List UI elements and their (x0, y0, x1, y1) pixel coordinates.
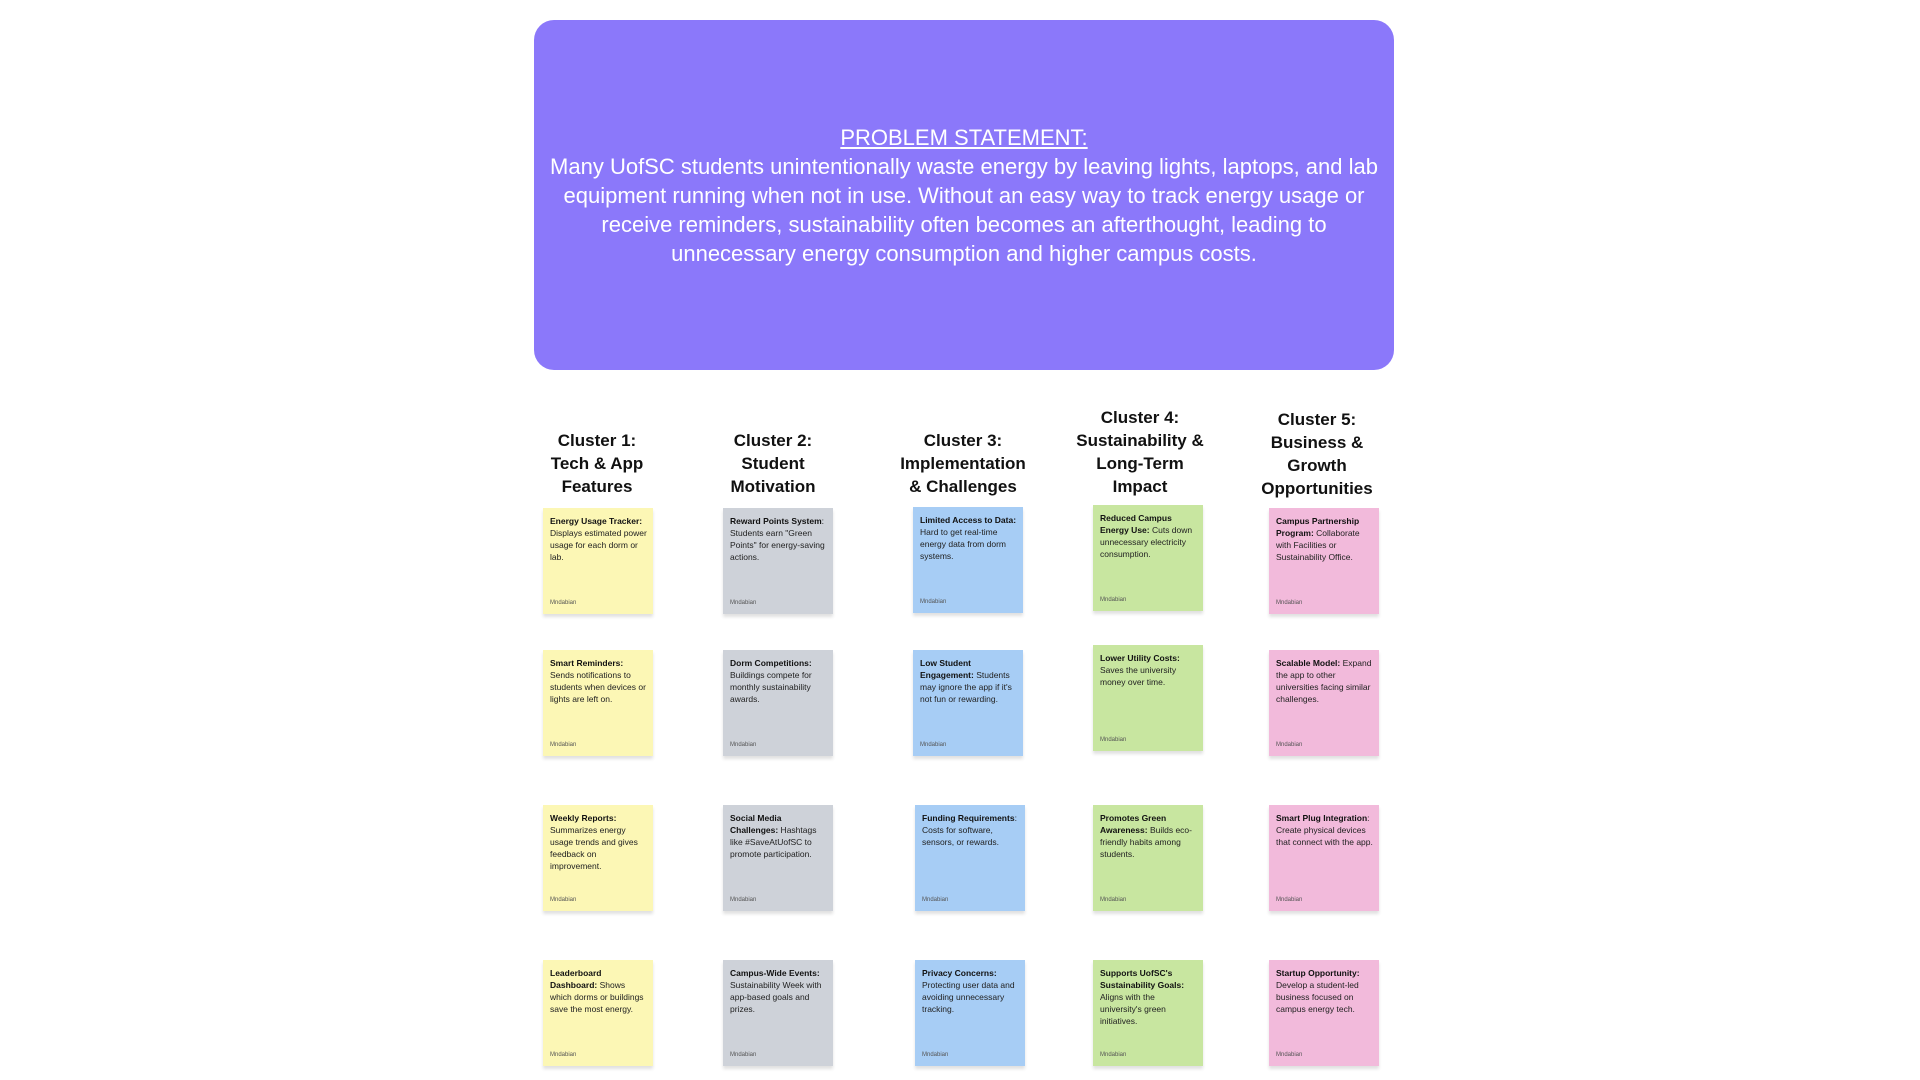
note-author: Mndabian (920, 599, 947, 605)
note-text: : Costs for software, sensors, or reward… (922, 813, 1017, 847)
note-title: Limited Access to Data: (920, 515, 1017, 525)
sticky-note[interactable]: Privacy Concerns: Protecting user data a… (915, 960, 1025, 1066)
note-author: Mndabian (1100, 737, 1127, 743)
note-text: : Create physical devices that connect w… (1276, 813, 1373, 847)
sticky-note[interactable]: Smart Reminders: Sends notifications to … (543, 650, 653, 756)
problem-statement-title: PROBLEM STATEMENT: (840, 124, 1088, 150)
note-text: Sends notifications to students when dev… (550, 670, 646, 704)
sticky-note[interactable]: Supports UofSC's Sustainability Goals: A… (1093, 960, 1203, 1066)
note-title: Startup Opportunity: (1276, 968, 1360, 978)
note-title: Supports UofSC's Sustainability Goals: (1100, 968, 1185, 990)
note-title: Scalable Model: (1276, 658, 1341, 668)
sticky-note[interactable]: Scalable Model: Expand the app to other … (1269, 650, 1379, 756)
sticky-note[interactable]: Lower Utility Costs: Saves the universit… (1093, 645, 1203, 751)
note-author: Mndabian (922, 897, 949, 903)
sticky-note[interactable]: Reward Points System: Students earn "Gre… (723, 508, 833, 614)
note-author: Mndabian (1276, 897, 1303, 903)
note-text: Protecting user data and avoiding unnece… (922, 980, 1015, 1014)
note-text: Cuts down unnecessary electricity consum… (1100, 525, 1193, 559)
note-author: Mndabian (550, 897, 577, 903)
note-text: Students may ignore the app if it's not … (920, 670, 1012, 704)
note-author: Mndabian (730, 897, 757, 903)
note-text: Sustainability Week with app-based goals… (730, 980, 822, 1014)
sticky-note[interactable]: Low Student Engagement: Students may ign… (913, 650, 1023, 756)
note-author: Mndabian (920, 742, 947, 748)
note-author: Mndabian (1100, 597, 1127, 603)
note-title: Funding Requirements (922, 813, 1015, 823)
cluster-4-header: Cluster 4: Sustainability & Long-Term Im… (1076, 408, 1204, 496)
note-title: Weekly Reports: (550, 813, 617, 823)
note-author: Mndabian (1276, 1052, 1303, 1058)
note-title: Low Student Engagement: (920, 658, 974, 680)
note-title: Energy Usage Tracker: (550, 516, 643, 526)
sticky-note[interactable]: Campus-Wide Events: Sustainability Week … (723, 960, 833, 1066)
note-title: Reward Points System (730, 516, 822, 526)
sticky-note[interactable]: Promotes Green Awareness: Builds eco-fri… (1093, 805, 1203, 911)
sticky-note[interactable]: Dorm Competitions: Buildings compete for… (723, 650, 833, 756)
note-text: Builds eco-friendly habits among student… (1100, 825, 1192, 859)
note-title: Smart Plug Integration (1276, 813, 1368, 823)
note-author: Mndabian (730, 600, 757, 606)
note-title: Social Media Challenges: (730, 813, 782, 835)
note-text: Hashtags like #SaveAtUofSC to promote pa… (730, 825, 817, 859)
sticky-note[interactable]: Funding Requirements: Costs for software… (915, 805, 1025, 911)
sticky-note[interactable]: Weekly Reports: Summarizes energy usage … (543, 805, 653, 911)
problem-statement-body: Many UofSC students unintentionally wast… (550, 153, 1378, 266)
note-author: Mndabian (730, 742, 757, 748)
note-title: Promotes Green Awareness: (1100, 813, 1167, 835)
note-author: Mndabian (922, 1052, 949, 1058)
note-title: Campus-Wide Events: (730, 968, 820, 978)
note-text: Hard to get real-time energy data from d… (920, 527, 1006, 561)
note-title: Privacy Concerns: (922, 968, 997, 978)
sticky-note[interactable]: Limited Access to Data: Hard to get real… (913, 507, 1023, 613)
cluster-1-header: Cluster 1: Tech & App Features (550, 431, 644, 496)
note-title: Leaderboard Dashboard: (550, 968, 602, 990)
cluster-2-header: Cluster 2: Student Motivation (730, 431, 816, 496)
sticky-note[interactable]: Startup Opportunity: Develop a student-l… (1269, 960, 1379, 1066)
note-title: Lower Utility Costs: (1100, 653, 1180, 663)
note-author: Mndabian (1100, 1052, 1127, 1058)
sticky-note[interactable]: Energy Usage Tracker: Displays estimated… (543, 508, 653, 614)
note-text: Aligns with the university's green initi… (1100, 992, 1166, 1026)
note-text: Displays estimated power usage for each … (550, 528, 647, 562)
note-author: Mndabian (1276, 742, 1303, 748)
note-author: Mndabian (550, 1052, 577, 1058)
note-text: Collaborate with Facilities or Sustainab… (1276, 528, 1360, 562)
sticky-note[interactable]: Smart Plug Integration: Create physical … (1269, 805, 1379, 911)
note-text: Saves the university money over time. (1100, 665, 1177, 687)
note-text: : Students earn "Green Points" for energ… (730, 516, 825, 562)
note-text: Buildings compete for monthly sustainabi… (730, 670, 812, 704)
sticky-note[interactable]: Campus Partnership Program: Collaborate … (1269, 508, 1379, 614)
note-author: Mndabian (730, 1052, 757, 1058)
note-title: Smart Reminders: (550, 658, 624, 668)
cluster-3-header: Cluster 3: Implementation & Challenges (900, 431, 1026, 496)
note-author: Mndabian (550, 600, 577, 606)
problem-statement-card[interactable]: PROBLEM STATEMENT: Many UofSC students u… (534, 20, 1394, 370)
note-text: Expand the app to other universities fac… (1276, 658, 1372, 704)
note-text: Summarizes energy usage trends and gives… (550, 825, 638, 871)
note-text: Develop a student-led business focused o… (1276, 980, 1359, 1014)
sticky-note[interactable]: Reduced Campus Energy Use: Cuts down unn… (1093, 505, 1203, 611)
sticky-note[interactable]: Leaderboard Dashboard: Shows which dorms… (543, 960, 653, 1066)
note-author: Mndabian (550, 742, 577, 748)
sticky-note[interactable]: Social Media Challenges: Hashtags like #… (723, 805, 833, 911)
note-title: Reduced Campus Energy Use: (1100, 513, 1172, 535)
note-author: Mndabian (1100, 897, 1127, 903)
cluster-5-header: Cluster 5: Business & Growth Opportuniti… (1261, 410, 1373, 498)
note-title: Dorm Competitions: (730, 658, 812, 668)
note-title: Campus Partnership Program: (1276, 516, 1360, 538)
note-text: Shows which dorms or buildings save the … (550, 980, 644, 1014)
note-author: Mndabian (1276, 600, 1303, 606)
